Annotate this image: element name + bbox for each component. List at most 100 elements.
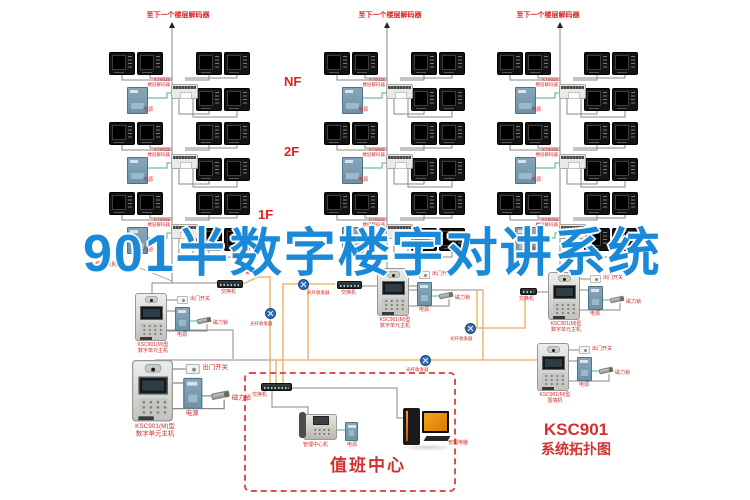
monitor-screen bbox=[327, 195, 341, 210]
monitor-buttons bbox=[343, 126, 347, 140]
corner-model-label: KSC901 bbox=[543, 420, 609, 439]
monitor-buttons bbox=[128, 126, 132, 140]
monitor-buttons bbox=[516, 56, 520, 70]
decoder-model-text: KT9025 bbox=[154, 77, 170, 82]
floor-unit-group: KT9025 楼层解码器 电源 bbox=[497, 52, 647, 118]
indoor-monitor bbox=[224, 52, 250, 75]
floor-decoder bbox=[386, 84, 413, 99]
monitor-screen bbox=[140, 195, 154, 210]
decoder-model-text: KT9025 bbox=[542, 147, 558, 152]
network-switch-label: 交换机 bbox=[519, 296, 535, 302]
monitor-screen bbox=[587, 161, 601, 176]
monitor-speaker bbox=[502, 71, 512, 73]
exit-switch-box bbox=[185, 363, 200, 375]
indoor-monitor bbox=[224, 122, 250, 145]
monitor-screen bbox=[442, 125, 456, 140]
monitor-screen bbox=[500, 55, 514, 70]
monitor-buttons bbox=[243, 92, 247, 106]
decoder-model-text: KT9025 bbox=[542, 77, 558, 82]
monitor-speaker bbox=[201, 141, 211, 143]
station-label: KSC901(M)型 数字单元主机 bbox=[544, 321, 588, 333]
monitor-speaker bbox=[229, 71, 239, 73]
power-supply bbox=[127, 87, 148, 114]
monitor-speaker bbox=[416, 211, 426, 213]
station-keypad bbox=[542, 373, 565, 385]
station-type-label: 数字单元主机 bbox=[379, 322, 410, 329]
monitor-buttons bbox=[631, 126, 635, 140]
monitor-speaker bbox=[589, 247, 599, 249]
power-label: 电源 bbox=[143, 107, 154, 113]
card-reader-slot bbox=[542, 387, 554, 390]
indoor-monitor bbox=[411, 192, 437, 215]
indoor-monitor bbox=[612, 52, 638, 75]
indoor-monitor bbox=[196, 158, 222, 181]
monitor-screen bbox=[199, 231, 213, 246]
monitor-speaker bbox=[357, 71, 367, 73]
exit-switch-label: 出门开关 bbox=[190, 296, 211, 302]
power-supply bbox=[127, 157, 148, 184]
top-branch-label: 至下一个楼层解码器 bbox=[358, 12, 422, 19]
floor-decoder-label: KT9025 楼层解码器 bbox=[352, 77, 386, 87]
monitor-speaker bbox=[617, 211, 627, 213]
indoor-monitor bbox=[196, 52, 222, 75]
monitor-screen bbox=[199, 125, 213, 140]
power-label: 电源 bbox=[177, 332, 188, 338]
monitor-speaker bbox=[229, 141, 239, 143]
monitor-screen bbox=[442, 91, 456, 106]
monitor-speaker bbox=[201, 211, 211, 213]
fiber-transceiver-icon bbox=[419, 354, 431, 366]
monitor-screen bbox=[500, 125, 514, 140]
fiber-transceiver-label: 光纤收发器 bbox=[450, 336, 473, 341]
monitor-speaker bbox=[142, 211, 152, 213]
monitor-speaker bbox=[201, 177, 211, 179]
station-keypad bbox=[553, 302, 576, 314]
monitor-speaker bbox=[589, 71, 599, 73]
power-supply bbox=[577, 357, 592, 381]
exit-switch-box bbox=[590, 275, 601, 283]
door-station-group: 出门开关 电源 磁力锁 KSC901(M)型 数字单元主机 bbox=[548, 272, 648, 334]
indoor-monitor bbox=[439, 122, 465, 145]
monitor-screen bbox=[414, 195, 428, 210]
monitor-screen bbox=[199, 195, 213, 210]
decoder-name-text: 楼层解码器 bbox=[362, 152, 386, 157]
network-switch bbox=[261, 383, 292, 391]
monitor-buttons bbox=[128, 56, 132, 70]
management-pc bbox=[398, 400, 458, 452]
floor-decoder-label: KT9025 楼层解码器 bbox=[137, 77, 171, 87]
monitor-buttons bbox=[215, 56, 219, 70]
monitor-speaker bbox=[444, 141, 454, 143]
monitor-screen bbox=[587, 231, 601, 246]
power-supply bbox=[588, 286, 603, 310]
exit-switch-label: 出门开关 bbox=[592, 346, 613, 352]
floor-unit-group: KT9025 楼层解码器 电源 bbox=[324, 192, 474, 258]
monitor-buttons bbox=[430, 162, 434, 176]
decoder-name-text: 楼层解码器 bbox=[535, 152, 559, 157]
floor-decoder-label: KT9025 楼层解码器 bbox=[525, 217, 559, 227]
monitor-screen bbox=[112, 55, 126, 70]
up-arrow-icon bbox=[384, 22, 390, 28]
duty-center-box bbox=[244, 372, 456, 492]
indoor-monitor bbox=[612, 228, 638, 251]
station-model-label: KSC901(M)型 bbox=[550, 321, 582, 327]
indoor-monitor bbox=[196, 192, 222, 215]
monitor-screen bbox=[587, 91, 601, 106]
door-station-group: 出门开关 电源 磁力锁 KSC901(M)型 数字单元主机 bbox=[377, 268, 477, 330]
monitor-buttons bbox=[603, 232, 607, 246]
monitor-screen bbox=[528, 125, 542, 140]
decoder-model-text: KT9025 bbox=[369, 217, 385, 222]
monitor-screen bbox=[355, 55, 369, 70]
card-reader-slot bbox=[382, 312, 394, 315]
floor-unit-group: KT9025 楼层解码器 电源 bbox=[497, 122, 647, 188]
up-arrow-icon bbox=[169, 22, 175, 28]
monitor-screen bbox=[587, 195, 601, 210]
monitor-screen bbox=[227, 231, 241, 246]
monitor-screen bbox=[615, 195, 629, 210]
monitor-screen bbox=[528, 55, 542, 70]
monitor-speaker bbox=[530, 141, 540, 143]
monitor-buttons bbox=[243, 126, 247, 140]
floor-decoder bbox=[559, 84, 586, 99]
floor-label-nf: NF bbox=[284, 74, 302, 89]
monitor-buttons bbox=[243, 162, 247, 176]
monitor-screen bbox=[112, 125, 126, 140]
monitor-buttons bbox=[371, 126, 375, 140]
